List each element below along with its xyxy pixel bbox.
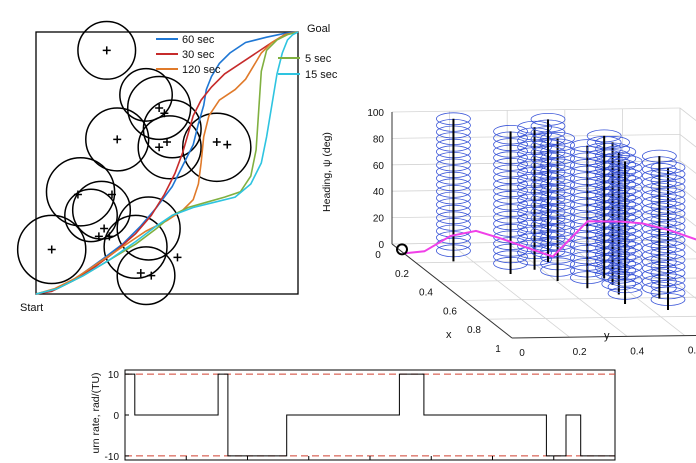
obstacle-circle: [16, 214, 87, 285]
z-tick-label: 0: [378, 240, 384, 251]
y-tick-label: 0.2: [573, 347, 587, 358]
legend-b: 5 sec 15 sec: [278, 53, 338, 81]
start-marker: [396, 243, 408, 256]
y-tick-label: 0.4: [630, 346, 644, 357]
obstacle-center-cross: [100, 224, 109, 233]
obstacle-circle: [119, 67, 173, 122]
obstacle-center-cross: [212, 138, 221, 147]
obstacle-circle: [116, 246, 176, 306]
turn-rate-panel: 10 0 -10 urn rate, rad/(TU): [90, 369, 616, 463]
z-tick-label: 100: [367, 108, 384, 119]
y-tick-label: 0: [113, 411, 119, 422]
obstacle-center-cross: [160, 109, 169, 118]
grid-line: [449, 242, 570, 338]
grid-line: [679, 160, 696, 174]
legend-label: 60 sec: [182, 34, 215, 46]
obstacle-group: [16, 20, 252, 306]
obstacle-circle: [181, 112, 252, 183]
goal-label: Goal: [307, 23, 330, 35]
obstacle-center-cross: [223, 140, 232, 149]
obstacle-center-cross: [147, 271, 156, 280]
x-tick-label: 0.6: [443, 306, 457, 317]
z-tick-label: 60: [373, 161, 385, 172]
ring-stacks: [436, 112, 686, 311]
axis-line: [391, 243, 513, 339]
obstacle-center-cross: [173, 253, 182, 262]
x-tick-label: 0.2: [395, 269, 409, 280]
obstacle-circle: [71, 180, 132, 240]
trajectory-group: [35, 31, 299, 295]
trajectory-line: [35, 31, 299, 295]
turn-rate-content: 10 0 -10: [105, 370, 616, 463]
obstacle-center-cross: [107, 190, 116, 199]
obstacle-circle: [45, 157, 116, 227]
y-tick-label: 0.6: [688, 346, 696, 357]
path-panel: Start Goal 60 sec 30 sec 120 sec 5 sec 15 s…: [16, 20, 338, 314]
legend-a: 60 sec 30 sec 120 sec: [156, 34, 221, 76]
y-tick-label: -10: [105, 452, 120, 463]
z-tick-label: 20: [373, 214, 385, 225]
y-tick-label: 0: [519, 348, 525, 359]
y-axis-label: y: [604, 330, 610, 342]
obstacle-center-cross: [94, 232, 103, 241]
z-axis-label: Heading, ψ (deg): [321, 132, 333, 212]
obstacle-circle: [126, 75, 192, 141]
x-tick-label: 1: [495, 344, 501, 355]
obstacle-center-cross: [102, 46, 111, 55]
legend-label: 120 sec: [182, 64, 221, 76]
grid-line: [391, 134, 681, 139]
x-tick-label: 0.8: [467, 325, 481, 336]
axis-line: [511, 334, 696, 339]
obstacle-center-cross: [113, 135, 122, 144]
grid-line: [487, 315, 696, 320]
obstacle-center-cross: [136, 269, 145, 278]
heading-line: [403, 220, 696, 258]
x-axis-label: x: [446, 329, 452, 341]
grid-line: [415, 258, 696, 264]
grid-line: [391, 107, 681, 113]
cross-group: [47, 46, 232, 280]
grid-line: [439, 277, 696, 282]
heading-path: [396, 220, 696, 258]
obstacle-circle: [64, 188, 118, 243]
trajectory-line: [35, 31, 299, 295]
obstacle-center-cross: [155, 103, 164, 112]
legend-label: 5 sec: [305, 53, 332, 65]
z-tick-label: 40: [373, 187, 385, 198]
obstacle-circle: [85, 107, 150, 172]
z-tick-label: 80: [373, 134, 385, 145]
start-label: Start: [20, 302, 43, 314]
legend-label: 30 sec: [182, 49, 215, 61]
obstacle-center-cross: [155, 143, 164, 152]
x-tick-label: 0: [375, 250, 381, 261]
grid-line: [679, 213, 696, 227]
heading-3d-panel: 02040608010000.20.40.60.8100.20.40.60.81…: [321, 107, 696, 359]
turn-rate-line: [125, 373, 615, 457]
path-panel-frame: [35, 31, 299, 295]
grid-line: [679, 107, 696, 122]
obstacle-center-cross: [105, 232, 114, 241]
obstacle-center-cross: [47, 245, 56, 254]
obstacle-center-cross: [163, 138, 171, 147]
grid-line: [463, 296, 696, 301]
y-tick-label: 10: [108, 370, 120, 381]
x-tick-label: 0.4: [419, 288, 433, 299]
trajectory-line: [35, 31, 299, 295]
grid-line: [679, 239, 696, 254]
legend-label: 15 sec: [305, 69, 338, 81]
obstacle-circle: [137, 115, 202, 180]
obstacle-circle: [77, 20, 137, 80]
obstacle-circle: [116, 196, 181, 261]
turn-rate-ylabel: urn rate, rad/(TU): [90, 372, 102, 453]
grid-line: [679, 134, 696, 148]
obstacle-center-cross: [73, 190, 82, 199]
grid-line: [679, 239, 696, 254]
obstacle-circle: [103, 214, 168, 280]
obstacle-circle: [142, 99, 202, 159]
